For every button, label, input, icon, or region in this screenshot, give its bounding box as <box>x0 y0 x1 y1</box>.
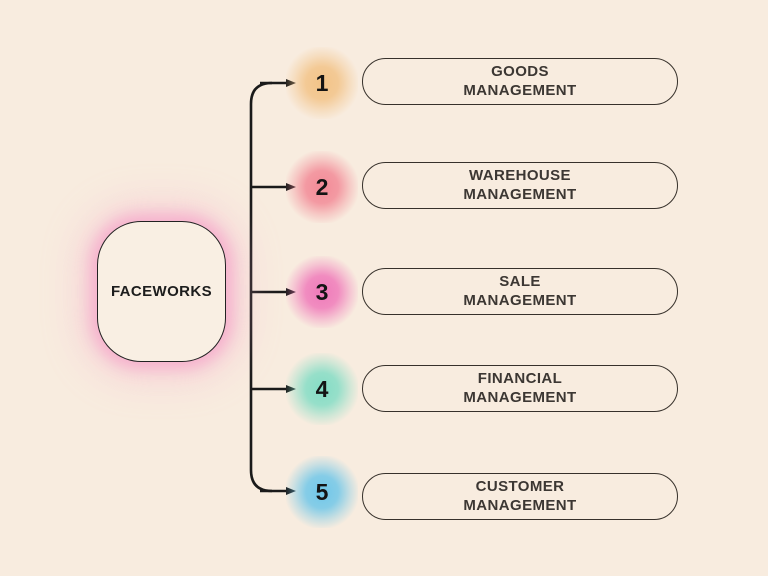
node-number-badge-4: 4 <box>286 353 358 425</box>
node-number-2: 2 <box>315 173 329 200</box>
trunk-line <box>249 81 273 493</box>
node-number-badge-2: 2 <box>286 151 358 223</box>
node-pill-customer-management: CUSTOMER MANAGEMENT <box>362 473 678 520</box>
node-pill-label: WAREHOUSE MANAGEMENT <box>463 166 577 203</box>
node-pill-goods-management: GOODS MANAGEMENT <box>362 58 678 105</box>
node-pill-label: FINANCIAL MANAGEMENT <box>463 369 577 406</box>
root-node-label: FACEWORKS <box>110 283 213 300</box>
node-pill-label: GOODS MANAGEMENT <box>463 62 577 99</box>
node-number-badge-5: 5 <box>286 456 358 528</box>
node-number-3: 3 <box>315 278 329 305</box>
node-pill-warehouse-management: WAREHOUSE MANAGEMENT <box>362 162 678 209</box>
node-number-4: 4 <box>315 375 329 402</box>
node-pill-financial-management: FINANCIAL MANAGEMENT <box>362 365 678 412</box>
node-number-badge-1: 1 <box>286 47 358 119</box>
node-number-5: 5 <box>315 478 329 505</box>
node-number-badge-3: 3 <box>286 256 358 328</box>
node-pill-label: SALE MANAGEMENT <box>463 272 577 309</box>
node-number-1: 1 <box>315 69 329 96</box>
node-pill-sale-management: SALE MANAGEMENT <box>362 268 678 315</box>
node-pill-label: CUSTOMER MANAGEMENT <box>463 477 577 514</box>
root-node-faceworks: FACEWORKS <box>97 221 226 362</box>
